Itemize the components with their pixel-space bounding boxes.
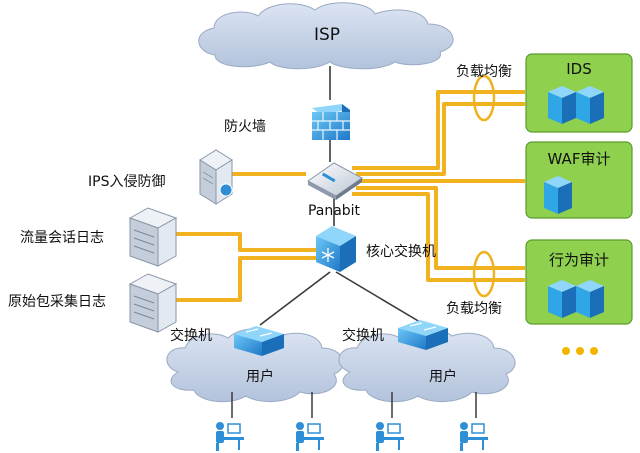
core-switch-icon <box>316 226 356 272</box>
user-drop-lines <box>231 392 477 418</box>
isp-label: ISP <box>314 25 340 45</box>
users-left-label: 用户 <box>246 368 274 385</box>
switch-icon <box>234 326 284 356</box>
router-icon <box>307 162 363 200</box>
flow-log-label: 流量会话日志 <box>20 230 104 246</box>
flow-log-server-icon <box>128 207 178 267</box>
load-balance-top-label: 负载均衡 <box>456 64 512 80</box>
server-icon <box>548 280 604 318</box>
waf-box: WAF审计 <box>525 141 633 219</box>
ids-label: IDS <box>566 60 592 78</box>
waf-label: WAF审计 <box>548 150 611 168</box>
packet-log-server-icon <box>128 273 178 333</box>
packet-log-label: 原始包采集日志 <box>8 293 106 310</box>
ips-server-icon <box>199 149 233 205</box>
user-cloud-right <box>338 328 516 403</box>
load-balance-ring-bottom <box>472 250 496 298</box>
user-workstation-icon <box>296 422 324 451</box>
server-icon <box>544 176 572 214</box>
yellow-links <box>176 90 525 302</box>
router-label: Panabit <box>308 203 361 219</box>
users-right-label: 用户 <box>429 368 457 385</box>
switch-right-label: 交换机 <box>342 327 384 344</box>
core-switch-label: 核心交换机 <box>366 243 436 260</box>
load-balance-bottom-label: 负载均衡 <box>446 301 502 317</box>
switch-left-label: 交换机 <box>170 327 212 344</box>
behavior-audit-box: 行为审计 <box>525 239 633 325</box>
switch-icon <box>398 320 448 350</box>
isp-cloud <box>198 2 454 70</box>
ips-label: IPS入侵防御 <box>88 173 165 190</box>
ids-box: IDS <box>525 53 633 133</box>
load-balance-ring-top <box>472 74 496 122</box>
backbone-lines <box>259 66 421 326</box>
behavior-audit-label: 行为审计 <box>549 251 609 269</box>
firewall-icon <box>312 104 350 140</box>
user-workstation-icon <box>216 422 244 451</box>
more-dots <box>562 347 598 355</box>
user-workstation-icon <box>376 422 404 451</box>
firewall-label: 防火墙 <box>224 119 266 135</box>
server-icon <box>548 86 604 124</box>
user-workstation-icon <box>460 422 488 451</box>
